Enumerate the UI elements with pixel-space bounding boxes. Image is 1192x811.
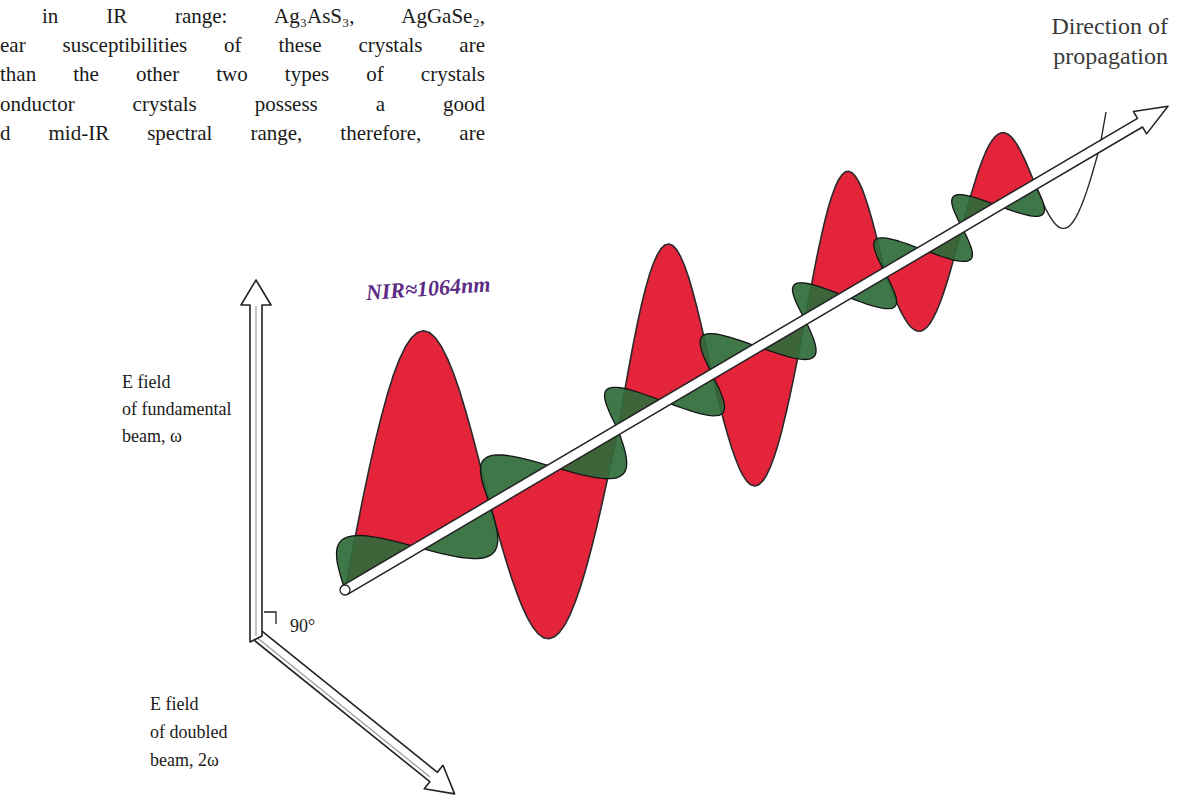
- axis-label: of doubled: [150, 722, 227, 744]
- axis-label: E field: [122, 372, 170, 394]
- text-fragment: onductor crystals possess a good: [0, 92, 485, 117]
- axis-label: of fundamental: [122, 399, 231, 421]
- direction-label: Direction of: [1051, 12, 1168, 41]
- text-fragment: in IR range: Ag₃AsS₃, AgGaSe₂,: [42, 4, 485, 29]
- angle-label: 90°: [290, 616, 315, 638]
- wave-group: [337, 106, 1169, 639]
- axis-label: E field: [150, 694, 198, 716]
- text-fragment: than the other two types of crystals: [0, 62, 485, 87]
- fundamental-field-arrow-shade: [255, 306, 256, 636]
- text-fragment: ear susceptibilities of these crystals a…: [0, 33, 485, 58]
- handwritten-note: NIR≈1064nm: [365, 271, 491, 306]
- right-angle-mark: [264, 612, 276, 624]
- axis-label: beam, ω: [122, 426, 182, 448]
- fundamental-field-arrow: [241, 280, 271, 642]
- direction-label: propagation: [1053, 42, 1168, 71]
- text-fragment: d mid-IR spectral range, therefore, are: [0, 121, 485, 146]
- axis-label: beam, 2ω: [150, 750, 219, 772]
- propagation-arrow-cap: [340, 585, 350, 595]
- doubled-field-arrow: [252, 629, 454, 794]
- doubled-field-arrow-shade: [255, 636, 430, 777]
- propagation-arrow: [343, 106, 1169, 594]
- fundamental-wave-tail: [1035, 112, 1106, 228]
